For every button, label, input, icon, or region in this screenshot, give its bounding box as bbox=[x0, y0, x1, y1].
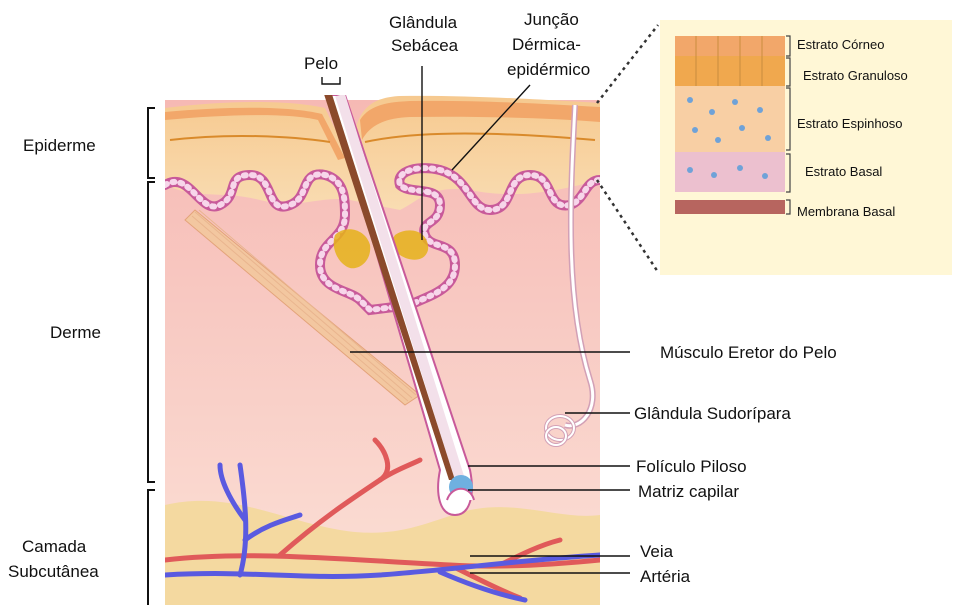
layer-brackets bbox=[148, 108, 155, 605]
label-camada-subcutanea-2: Subcutânea bbox=[8, 562, 99, 581]
subcutanea-bracket bbox=[148, 490, 155, 605]
label-estrato-basal: Estrato Basal bbox=[805, 164, 882, 179]
skin-block bbox=[165, 88, 600, 605]
label-pelo: Pelo bbox=[304, 54, 338, 73]
label-estrato-espinhoso: Estrato Espinhoso bbox=[797, 116, 903, 131]
inset-connectors bbox=[597, 25, 658, 272]
label-veia: Veia bbox=[640, 542, 674, 561]
inset-granulosum bbox=[675, 56, 785, 86]
label-musculo-eretor: Músculo Eretor do Pelo bbox=[660, 343, 837, 362]
label-arteria: Artéria bbox=[640, 567, 691, 586]
label-membrana-basal: Membrana Basal bbox=[797, 204, 895, 219]
epiderme-bracket bbox=[148, 108, 155, 178]
label-foliculo-piloso: Folículo Piloso bbox=[636, 457, 747, 476]
pelo-bracket bbox=[322, 77, 340, 84]
label-glandula-sudoripara: Glândula Sudorípara bbox=[634, 404, 791, 423]
derme-bracket bbox=[148, 182, 155, 482]
label-derme: Derme bbox=[50, 323, 101, 342]
inset-spinosum bbox=[675, 86, 785, 152]
inset-corneum bbox=[675, 36, 785, 56]
inset-basement-membrane bbox=[675, 200, 785, 214]
label-glandula-sebacea-1: Glândula bbox=[389, 13, 458, 32]
label-camada-subcutanea-1: Camada bbox=[22, 537, 87, 556]
label-juncao-1: Junção bbox=[524, 10, 579, 29]
label-juncao-2: Dérmica- bbox=[512, 35, 581, 54]
label-glandula-sebacea-2: Sebácea bbox=[391, 36, 459, 55]
label-epiderme: Epiderme bbox=[23, 136, 96, 155]
label-estrato-corneo: Estrato Córneo bbox=[797, 37, 884, 52]
epidermis-inset: Estrato Córneo Estrato Granuloso Estrato… bbox=[660, 20, 952, 275]
label-estrato-granuloso: Estrato Granuloso bbox=[803, 68, 908, 83]
label-matriz-capilar: Matriz capilar bbox=[638, 482, 739, 501]
label-juncao-3: epidérmico bbox=[507, 60, 590, 79]
